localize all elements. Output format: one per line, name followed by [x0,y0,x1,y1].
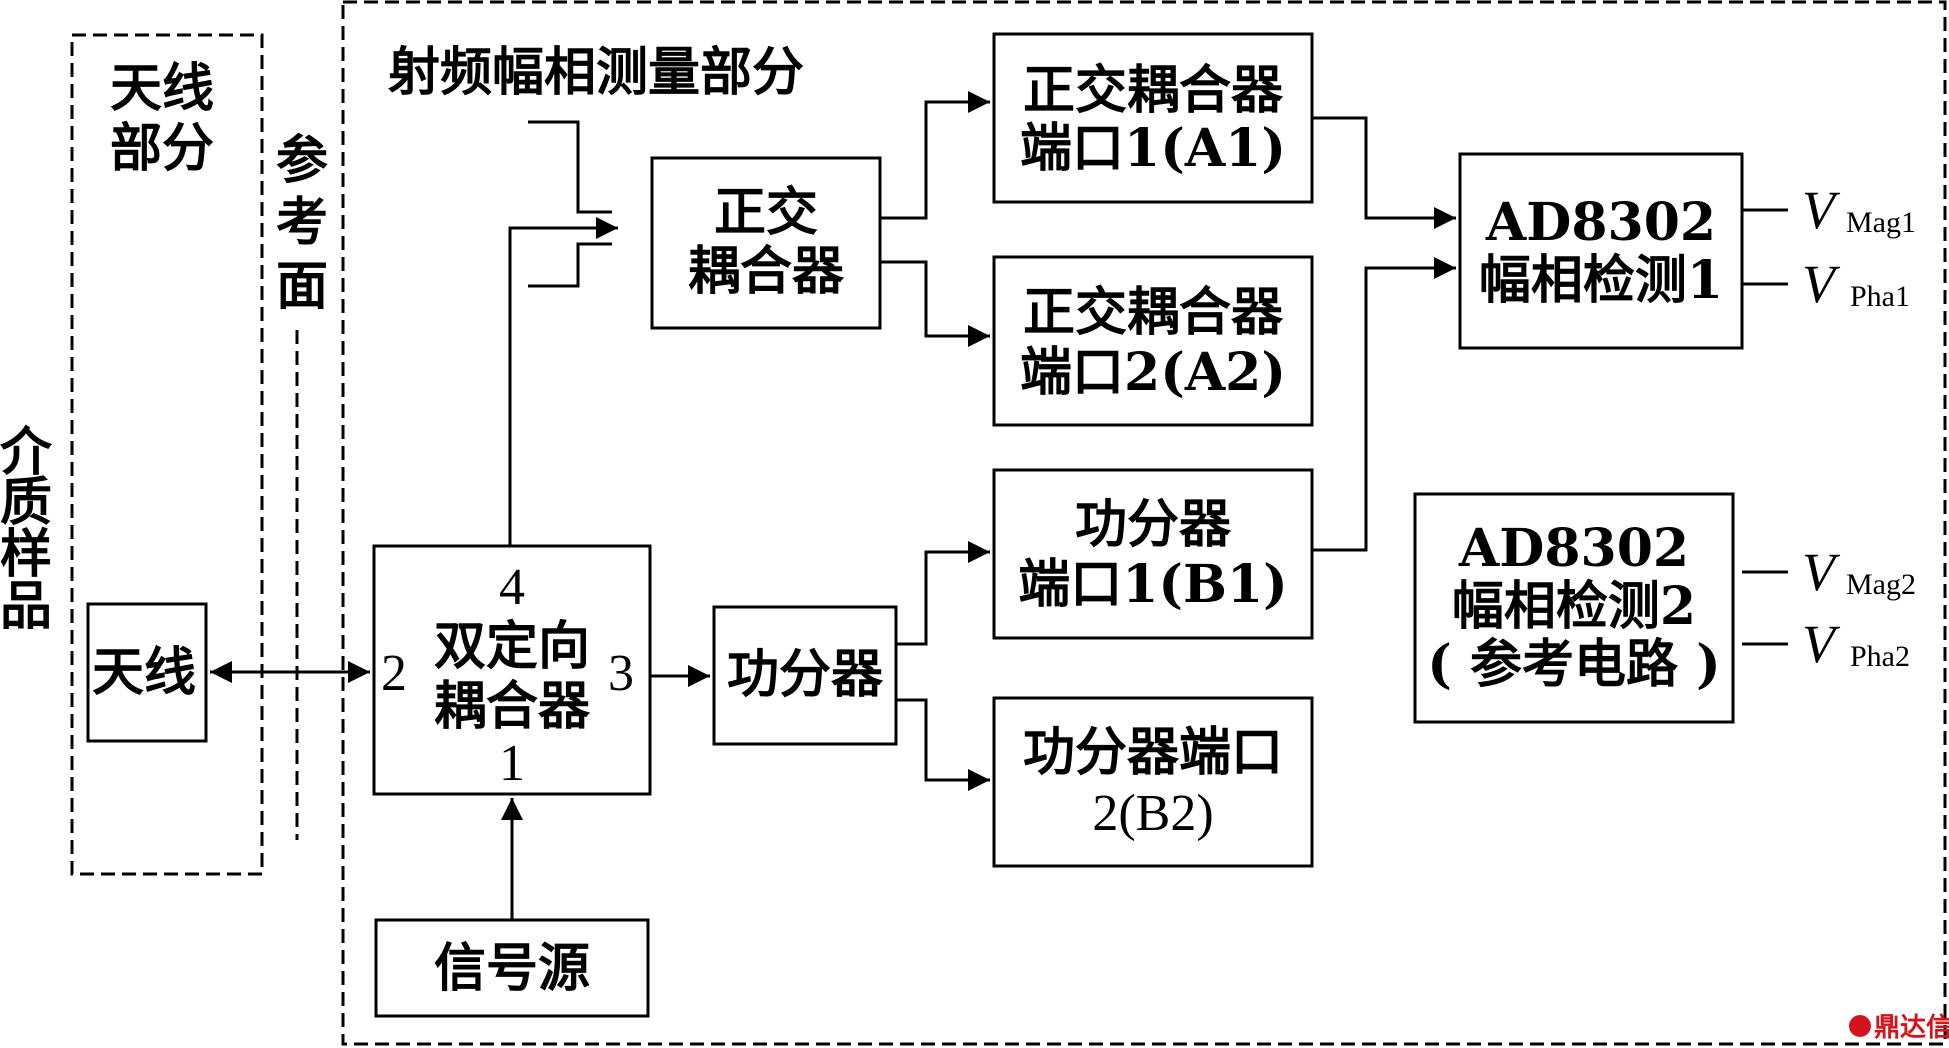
dual-coupler-block [372,544,652,796]
quad-port-a2-block [992,255,1314,427]
ad8302-2-line2: 幅相检测2 [1452,576,1696,637]
reference-plane-char-3: 面 [276,256,328,317]
antenna-section-title-line2: 部分 [110,118,214,179]
ad8302-1-line1: AD8302 [1485,192,1716,253]
output-mag2-v: V [1802,542,1841,602]
signal-source-label: 信号源 [434,938,590,999]
dual-coupler-line2: 耦合器 [434,676,591,737]
ad8302-2-line1: AD8302 [1458,518,1689,579]
reference-plane-char-2: 考 [276,192,328,253]
sample-char-4: 品 [0,576,52,637]
power-divider-to-b1 [896,541,990,646]
quad-coupler-to-a2 [880,260,990,347]
quad-port-a2-line2: 端口2(A2) [1020,342,1286,403]
output-mag2-sub: Mag2 [1846,568,1916,601]
dual-coupler-line1: 双定向 [434,616,590,677]
antenna-label: 天线 [92,642,196,703]
dual-coupler-port-1: 1 [499,735,525,792]
rf-section-title: 射频幅相测量部分 [388,42,804,103]
rf-section-frame [341,0,1947,1046]
quad-port-a1-line1: 正交耦合器 [1023,60,1284,121]
pd-port-b1-block [992,468,1314,640]
coupler-port4-to-quad-coupler [508,217,618,546]
watermark-logo-icon [1849,1015,1871,1037]
ad8302-1-block [1458,152,1744,350]
output-pha1-v: V [1802,254,1841,314]
sample-char-1: 介 [0,422,53,483]
pd-port-b2-line1: 功分器端口 [1023,722,1283,783]
power-divider-label: 功分器 [727,644,884,705]
output-pha2-v: V [1802,614,1841,674]
quad-coupler-input-stub-bottom [528,242,612,288]
quadrature-coupler-block [650,156,882,330]
pd-port-b2-line2: 2(B2) [1092,785,1213,842]
quad-coupler-to-a1 [880,91,990,220]
pd-port-b1-line1: 功分器 [1075,494,1232,555]
a1-to-ad8302-1 [1312,116,1456,229]
output-pha1-sub: Pha1 [1850,280,1910,313]
power-divider-block [712,605,898,746]
antenna-section-title-line1: 天线 [110,58,214,119]
quad-coupler-input-stub-top [528,120,612,214]
quad-port-a2-line1: 正交耦合器 [1023,282,1284,343]
pd-port-b1-line2: 端口1(B1) [1018,554,1288,615]
quad-port-a1-line2: 端口1(A1) [1020,118,1286,179]
output-mag1-sub: Mag1 [1846,206,1916,239]
quadrature-coupler-line1: 正交 [714,182,818,243]
sample-char-3: 样 [0,524,52,585]
watermark: 鼎达信 [1849,1013,1949,1043]
antenna-block [86,602,208,743]
ad8302-2-block [1413,492,1735,724]
dual-coupler-port-2: 2 [381,645,407,702]
output-pha2-sub: Pha2 [1850,640,1910,673]
reference-plane-label: 参 考 面 [276,130,328,317]
b1-to-ad8302-1 [1312,257,1456,552]
pd-port-b2-block [992,696,1314,868]
output-mag1-v: V [1802,180,1841,240]
power-divider-to-b2 [896,698,990,791]
watermark-text: 鼎达信 [1874,1013,1949,1043]
sample-label: 介 质 样 品 [0,422,53,637]
antenna-section-frame [70,33,264,876]
ad8302-2-line3: ( 参考电路 ) [1427,634,1720,695]
quadrature-coupler-line2: 耦合器 [688,241,845,302]
sample-char-2: 质 [0,472,52,533]
reference-plane-char-1: 参 [276,130,328,191]
dual-coupler-port-4: 4 [499,559,525,616]
ad8302-1-line2: 幅相检测1 [1479,250,1723,311]
dual-coupler-port-3: 3 [608,645,634,702]
